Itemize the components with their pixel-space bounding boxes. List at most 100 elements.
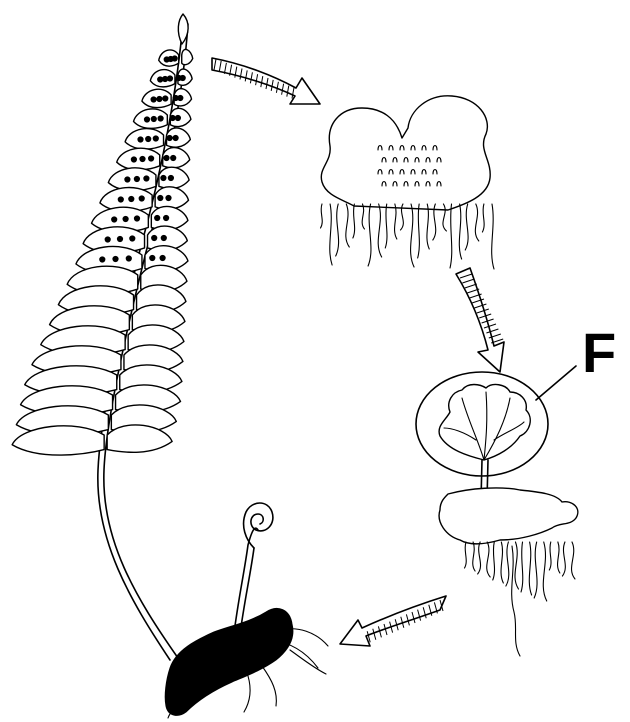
gametangium [377,168,383,175]
arrow-to-young-sporophyte [455,267,505,373]
rhizoid [481,203,485,233]
gametangium [421,168,427,175]
arrow-hatch [372,628,377,640]
mature-fern [11,13,194,661]
sorus-dot [148,155,155,162]
sorus-dot [157,76,164,83]
sorus-dot [143,116,151,123]
rhizoid [477,541,482,575]
rhizoid [514,541,520,590]
pinna-left [116,147,161,171]
rhizoid [399,203,404,231]
pinna-left [132,108,169,130]
arrow-hatch [464,283,477,289]
sorus-dot [162,75,169,83]
sorus-dot [159,254,166,262]
gametangium [414,180,420,187]
rhizoid [548,541,552,571]
sorus-dot [133,215,141,222]
pinna-left [99,186,153,213]
young-fern-rhizome [164,502,329,719]
arrow-hatch [281,83,285,95]
root [261,665,277,707]
sorus-dot [111,216,118,223]
gametangium [432,144,438,151]
gametangium [388,144,394,151]
pinna-left [11,425,105,456]
sorus-dot [157,194,164,202]
arrow-hatch [249,72,253,84]
sorus-dot [166,134,173,142]
gametangia [377,144,442,187]
sorus-dot [163,214,170,222]
gametangium [425,156,431,163]
sorus-dot [163,56,170,63]
arrow-hatch [467,288,480,294]
fiddlehead-coil [242,502,274,549]
sorus-dot [130,156,137,163]
rhizoid [329,203,333,266]
sorus-dot [150,115,157,123]
rhizoid [533,541,538,599]
rhizoid [417,203,420,259]
arrow-hatch [433,602,438,614]
arrow-hatch [417,609,422,621]
gametangium [381,156,387,163]
rhizome [164,608,294,716]
sorus-dot [170,154,177,162]
sorus-dot [133,175,140,183]
sorus-dot [145,135,152,143]
gametangium [399,144,405,151]
arrow-hatch [462,278,475,284]
prothallus-with-sporophyte [438,487,579,657]
sorus-dot [172,134,179,142]
sorus-dot [157,115,164,122]
frond-tip [177,13,189,45]
pinna-left [90,206,150,233]
sorus-dot [156,95,163,103]
sorus-dot [160,174,167,182]
prothallus-heart [320,95,491,211]
arrow-hatch [439,599,444,612]
root [243,675,251,713]
label-leader-line [535,365,577,401]
rhizoid [384,203,388,249]
frond-vein [483,391,488,461]
sorus-dot [152,135,159,142]
rhizoid [458,203,463,260]
arrow-hatch [483,323,497,329]
gametangium [403,156,409,163]
gametangium [392,156,398,163]
arrow-hatch [428,604,433,616]
arrow-hatch [244,70,248,82]
arrow-hatch [422,607,427,619]
arrow-hatch [213,58,217,71]
rhizoid [361,203,366,230]
gametangium [410,168,416,175]
arrow-hatch [218,60,222,72]
arrow-hatch [479,313,492,319]
gametangium [421,144,427,151]
gametangium [388,168,394,175]
arrow-hatch [275,81,279,93]
arrow-hatch [255,74,259,86]
rhizoid [367,203,372,267]
arrow-hatch [411,611,416,624]
arrow-hatch [366,631,371,643]
arrow-hatch [389,621,394,633]
young-sporophyte-frond: F [415,321,616,541]
prothallus-base [438,487,579,545]
root [279,628,329,647]
rhizoid [505,541,510,587]
arrow-hatch [491,338,504,344]
rhizoid [474,203,480,242]
sorus-dot [99,256,106,263]
rhizoid [345,203,350,248]
sorus-dot [150,96,157,103]
root [167,699,185,719]
sorus-dot [129,235,136,242]
arrow-hatch [488,333,501,339]
rhizoid [449,203,453,269]
frond-vein [443,427,477,441]
